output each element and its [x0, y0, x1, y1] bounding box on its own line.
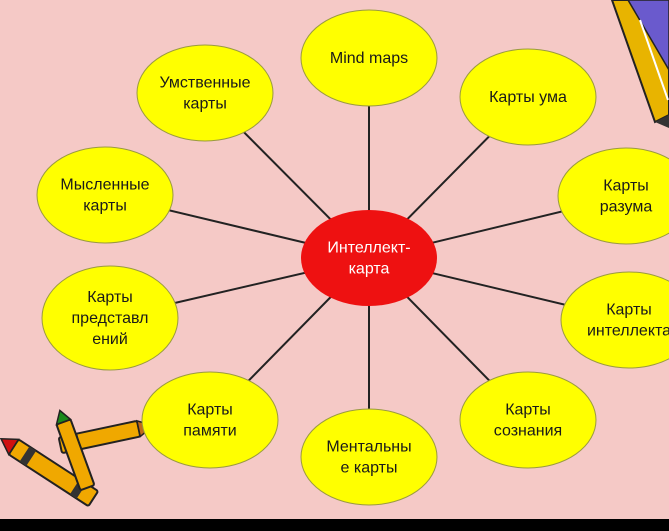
node-karty-intellekta: Карты интеллекта — [560, 271, 669, 369]
node-label-line: Карты — [87, 289, 133, 306]
node-label-line: Мысленные — [60, 177, 149, 194]
node-label-line: карты — [183, 96, 227, 113]
node-label-line: Ментальны — [326, 439, 411, 456]
node-ellipse — [136, 44, 274, 142]
node-label-line: Карты — [603, 178, 649, 195]
node-label-line: Mind maps — [330, 50, 408, 67]
node-label-line: Карты — [606, 302, 652, 319]
pencil-clipart-icon — [610, 0, 669, 128]
node-mind-maps: Mind maps — [300, 9, 438, 107]
node-label-line: Умственные — [159, 75, 250, 92]
node-ellipse — [141, 371, 279, 469]
node-mentalnye-karty: Ментальны е карты — [300, 408, 438, 506]
node-ellipse — [557, 147, 669, 245]
node-label-line: Интеллект- — [327, 240, 410, 257]
node-label-line: представл — [72, 310, 149, 327]
node-label-line: Карты — [505, 402, 551, 419]
node-label-line: карты — [83, 198, 127, 215]
center-ellipse — [301, 210, 437, 306]
node-karty-soznaniya: Карты сознания — [459, 371, 597, 469]
node-ellipse — [41, 265, 179, 371]
node-ellipse — [300, 9, 438, 107]
node-karty-predstavleniy: Карты представл ений — [41, 265, 179, 371]
node-label-line: памяти — [183, 423, 237, 440]
node-ellipse — [459, 48, 597, 146]
node-umstvennye-karty: Умственные карты — [136, 44, 274, 142]
node-karty-razuma: Карты разума — [557, 147, 669, 245]
node-myslennye-karty: Мысленные карты — [36, 146, 174, 244]
node-karty-pamyati: Карты памяти — [141, 371, 279, 469]
crayons-clipart-icon — [0, 409, 155, 507]
node-label-line: Карты ума — [489, 89, 567, 106]
node-ellipse — [300, 408, 438, 506]
node-center-intellekt-karta: Интеллект-карта — [301, 210, 437, 306]
node-ellipse — [36, 146, 174, 244]
node-ellipse — [459, 371, 597, 469]
node-label-line: Карты — [187, 402, 233, 419]
node-label-line: интеллекта — [587, 323, 669, 340]
node-label-line: разума — [600, 199, 653, 216]
node-label-line: е карты — [341, 460, 398, 477]
node-label-line: карта — [349, 261, 390, 278]
bottom-black-bar — [0, 519, 669, 531]
node-label-line: сознания — [494, 423, 562, 440]
node-label-line: ений — [92, 331, 128, 348]
node-karty-uma: Карты ума — [459, 48, 597, 146]
node-ellipse — [560, 271, 669, 369]
